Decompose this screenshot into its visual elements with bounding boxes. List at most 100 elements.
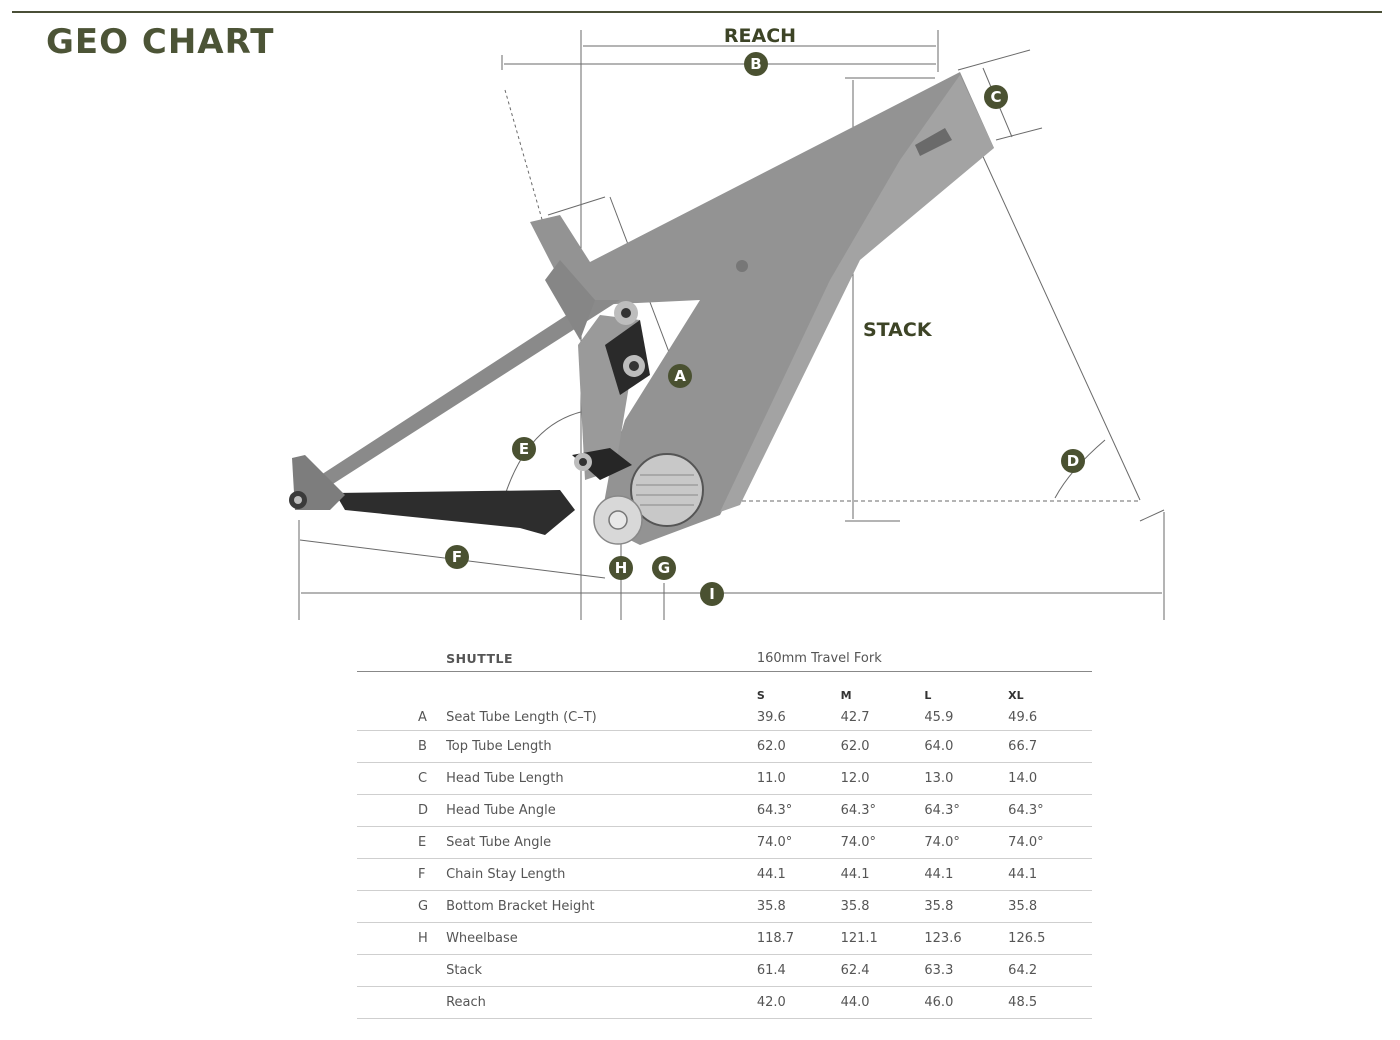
marker-e: E — [512, 437, 536, 461]
row-measurement-name: Seat Tube Angle — [446, 826, 757, 859]
row-value: 45.9 — [924, 704, 1009, 731]
size-m: M — [840, 689, 852, 702]
row-letter: H — [357, 922, 447, 955]
row-value: 74.0° — [840, 826, 925, 859]
row-value: 44.1 — [1008, 858, 1092, 891]
row-value: 35.8 — [924, 890, 1009, 923]
table-header-row: SHUTTLE 160mm Travel Fork — [357, 646, 1092, 672]
row-letter: D — [357, 794, 447, 827]
row-value: 48.5 — [1008, 986, 1092, 1019]
row-value: 13.0 — [924, 762, 1009, 795]
row-letter: A — [357, 704, 447, 731]
row-value: 49.6 — [1008, 704, 1092, 731]
row-value: 42.0 — [756, 986, 841, 1019]
row-measurement-name: Reach — [446, 986, 757, 1019]
row-value: 44.1 — [840, 858, 925, 891]
marker-b: B — [744, 52, 768, 76]
row-value: 42.7 — [840, 704, 925, 731]
svg-text:A: A — [674, 367, 686, 385]
row-letter: E — [357, 826, 447, 859]
reach-label: REACH — [724, 25, 796, 47]
geometry-diagram: REACH STACK B C A D E F H G I — [289, 25, 1165, 620]
row-value: 46.0 — [924, 986, 1009, 1019]
marker-i: I — [700, 582, 724, 606]
row-value: 35.8 — [1008, 890, 1092, 923]
marker-a: A — [668, 364, 692, 388]
row-value: 118.7 — [756, 922, 841, 955]
size-xl: XL — [1008, 689, 1024, 702]
row-value: 44.1 — [924, 858, 1009, 891]
row-value: 64.3° — [840, 794, 925, 827]
size-header-row: S M L XL — [357, 672, 1092, 705]
marker-d: D — [1061, 449, 1085, 473]
bike-frame — [289, 72, 994, 545]
row-value: 121.1 — [840, 922, 925, 955]
marker-f: F — [445, 545, 469, 569]
row-measurement-name: Seat Tube Length (C–T) — [446, 704, 757, 731]
row-value: 66.7 — [1008, 730, 1092, 763]
page-title: GEO CHART — [46, 22, 275, 62]
row-letter: F — [357, 858, 447, 891]
row-value: 64.3° — [924, 794, 1009, 827]
svg-text:E: E — [519, 440, 529, 458]
row-value: 126.5 — [1008, 922, 1092, 955]
row-letter — [357, 954, 447, 987]
row-letter: G — [357, 890, 447, 923]
row-letter — [357, 986, 447, 1019]
marker-g: G — [652, 556, 676, 580]
row-value: 39.6 — [756, 704, 841, 731]
row-letter: C — [357, 762, 447, 795]
fork-label: 160mm Travel Fork — [756, 646, 1092, 672]
row-value: 62.4 — [840, 954, 925, 987]
row-measurement-name: Head Tube Angle — [446, 794, 757, 827]
row-measurement-name: Stack — [446, 954, 757, 987]
row-value: 14.0 — [1008, 762, 1092, 795]
row-value: 63.3 — [924, 954, 1009, 987]
svg-text:D: D — [1067, 452, 1079, 470]
row-value: 61.4 — [756, 954, 841, 987]
row-value: 62.0 — [840, 730, 925, 763]
row-value: 64.0 — [924, 730, 1009, 763]
marker-h: H — [609, 556, 633, 580]
row-value: 74.0° — [924, 826, 1009, 859]
svg-text:I: I — [709, 585, 715, 603]
row-value: 12.0 — [840, 762, 925, 795]
row-measurement-name: Top Tube Length — [446, 730, 757, 763]
row-value: 35.8 — [840, 890, 925, 923]
row-value: 123.6 — [924, 922, 1009, 955]
svg-text:H: H — [615, 559, 628, 577]
size-s: S — [756, 689, 765, 702]
row-measurement-name: Chain Stay Length — [446, 858, 757, 891]
marker-c: C — [984, 85, 1008, 109]
row-value: 74.0° — [756, 826, 841, 859]
model-name: SHUTTLE — [446, 646, 757, 672]
svg-text:G: G — [658, 559, 670, 577]
row-letter: B — [357, 730, 447, 763]
svg-text:F: F — [452, 548, 462, 566]
svg-text:B: B — [750, 55, 761, 73]
row-value: 64.3° — [1008, 794, 1092, 827]
row-value: 64.2 — [1008, 954, 1092, 987]
row-value: 35.8 — [756, 890, 841, 923]
row-measurement-name: Head Tube Length — [446, 762, 757, 795]
row-value: 74.0° — [1008, 826, 1092, 859]
row-value: 64.3° — [756, 794, 841, 827]
row-value: 62.0 — [756, 730, 841, 763]
svg-text:C: C — [990, 88, 1001, 106]
row-measurement-name: Bottom Bracket Height — [446, 890, 757, 923]
row-value: 44.0 — [840, 986, 925, 1019]
row-measurement-name: Wheelbase — [446, 922, 757, 955]
row-value: 44.1 — [756, 858, 841, 891]
stack-label: STACK — [863, 319, 933, 341]
top-divider — [12, 11, 1382, 13]
